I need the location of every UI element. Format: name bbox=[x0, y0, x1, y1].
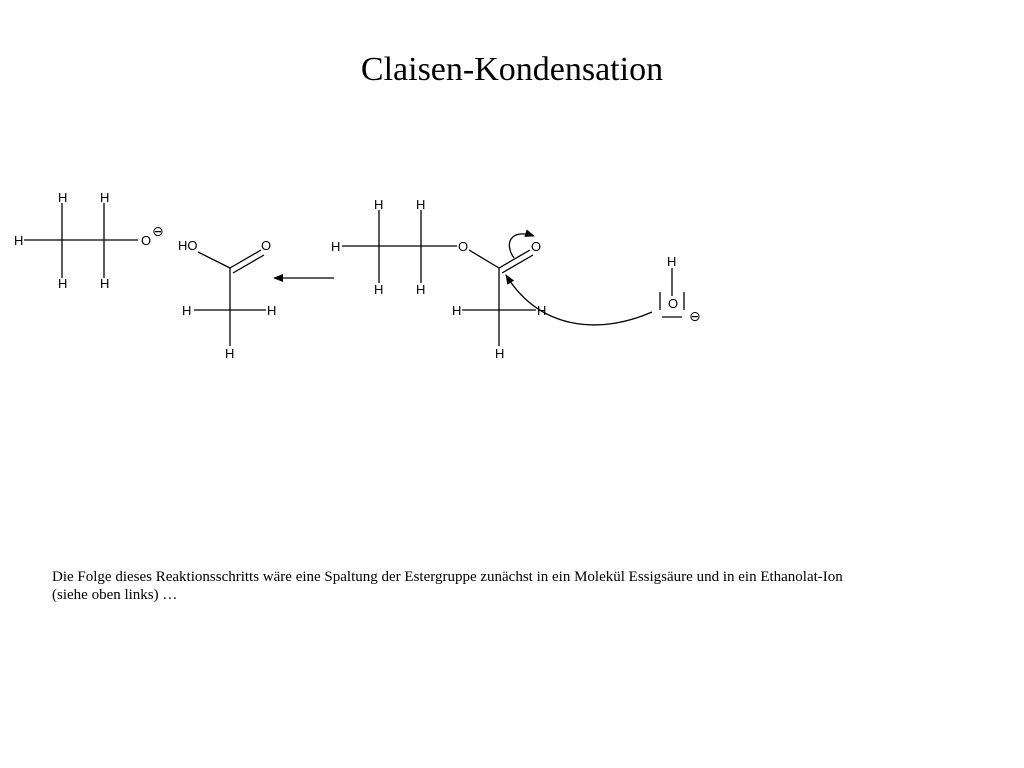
atom-o: O bbox=[458, 239, 468, 254]
atom-h: H bbox=[267, 303, 276, 318]
minus-charge: ⊖ bbox=[689, 308, 701, 324]
atom-o: O bbox=[531, 239, 541, 254]
caption: Die Folge dieses Reaktionsschritts wäre … bbox=[52, 568, 972, 604]
electron-shift-arrow bbox=[508, 229, 535, 259]
atom-h: H bbox=[416, 282, 425, 297]
atom-h: H bbox=[100, 190, 109, 205]
ethyl-acetate: H H H H H O O H H H bbox=[331, 197, 546, 361]
bond bbox=[468, 249, 500, 269]
atom-h: H bbox=[58, 276, 67, 291]
atom-h: H bbox=[667, 254, 676, 269]
bond bbox=[501, 254, 534, 274]
atom-h: H bbox=[182, 303, 191, 318]
atom-o: O bbox=[261, 238, 271, 253]
atom-h: H bbox=[225, 346, 234, 361]
atom-o: O bbox=[668, 296, 678, 311]
atom-h: H bbox=[374, 282, 383, 297]
minus-charge: ⊖ bbox=[152, 223, 164, 239]
nucleophilic-attack-arrow bbox=[505, 274, 653, 326]
atom-h: H bbox=[14, 233, 23, 248]
atom-h: H bbox=[58, 190, 67, 205]
atom-h: H bbox=[416, 197, 425, 212]
bond bbox=[232, 254, 265, 274]
caption-line: (siehe oben links) … bbox=[52, 587, 178, 603]
atom-h: H bbox=[452, 303, 461, 318]
bond bbox=[197, 251, 231, 269]
caption-line: Die Folge dieses Reaktionsschritts wäre … bbox=[52, 569, 843, 585]
slide-title: Claisen-Kondensation bbox=[360, 51, 664, 88]
atom-o: O bbox=[141, 233, 151, 248]
hydroxide-ion: H O ⊖ bbox=[659, 254, 701, 324]
atom-h: H bbox=[374, 197, 383, 212]
bond bbox=[229, 249, 262, 269]
acetic-acid: HO O H H H bbox=[178, 238, 276, 361]
atom-ho: HO bbox=[178, 238, 198, 253]
atom-h: H bbox=[100, 276, 109, 291]
ethanolate-ion: H H H H H O ⊖ bbox=[14, 190, 164, 291]
atom-h: H bbox=[495, 346, 504, 361]
atom-h: H bbox=[331, 239, 340, 254]
bond bbox=[498, 249, 531, 269]
